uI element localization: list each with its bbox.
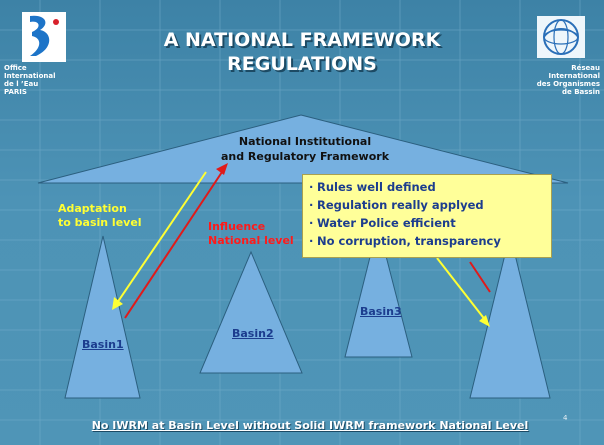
- org-left-line4: PARIS: [4, 88, 27, 96]
- list-item: ·Regulation really applyed: [309, 198, 484, 212]
- slide-title: A NATIONAL FRAMEWORK REGULATIONS: [163, 29, 441, 75]
- framework-label: National Institutional and Regulatory Fr…: [160, 134, 450, 164]
- org-right-line3: des Organismes: [536, 80, 600, 88]
- list-item: ·Water Police efficient: [309, 216, 456, 230]
- red-arrowhead-left: [216, 163, 228, 175]
- adaptation-line1: Adaptation: [58, 202, 127, 215]
- influence-label: Influence National level: [208, 220, 328, 248]
- yellow-arrow-left: [116, 171, 207, 304]
- yellow-arrowhead-right: [479, 315, 490, 327]
- adaptation-line2: to basin level: [58, 216, 142, 229]
- oieau-logo: [22, 12, 66, 62]
- yellow-arrowhead-left: [112, 297, 123, 310]
- riob-logo: [537, 16, 585, 58]
- framework-label-line2: and Regulatory Framework: [220, 150, 390, 163]
- framework-label-line1: National Institutional: [238, 135, 372, 148]
- footer-statement: No IWRM at Basin Level without Solid IWR…: [91, 419, 529, 432]
- basin2-label: Basin2: [232, 327, 274, 340]
- requirements-callout: ·Rules well defined ·Regulation really a…: [302, 174, 552, 258]
- org-left-label: Office International de l ’Eau PARIS: [4, 64, 74, 96]
- basin4-triangle: [469, 233, 551, 399]
- org-left-line3: de l ’Eau: [4, 80, 39, 88]
- adaptation-label: Adaptation to basin level: [58, 202, 168, 230]
- red-arrow-right: [469, 261, 491, 293]
- basin3-label: Basin3: [360, 305, 402, 318]
- requirements-list: ·Rules well defined ·Regulation really a…: [309, 178, 545, 250]
- org-right-line1: Réseau: [571, 64, 600, 72]
- basin3-triangle: [344, 224, 413, 358]
- basin1-triangle: [64, 235, 141, 399]
- page-number: 4: [563, 414, 568, 422]
- influence-line2: National level: [208, 234, 294, 247]
- basin2-triangle: [199, 250, 303, 374]
- basin1-label: Basin1: [82, 338, 124, 351]
- org-left-line2: International: [4, 72, 56, 80]
- org-right-line2: International: [548, 72, 600, 80]
- yellow-arrow-right: [436, 257, 487, 322]
- list-item: ·Rules well defined: [309, 180, 436, 194]
- org-left-line1: Office: [4, 64, 27, 72]
- red-arrow-left: [124, 168, 225, 319]
- org-right-label: Réseau International des Organismes de B…: [520, 64, 600, 96]
- list-item: ·No corruption, transparency: [309, 234, 501, 248]
- org-right-line4: de Bassin: [562, 88, 600, 96]
- influence-line1: Influence: [208, 220, 266, 233]
